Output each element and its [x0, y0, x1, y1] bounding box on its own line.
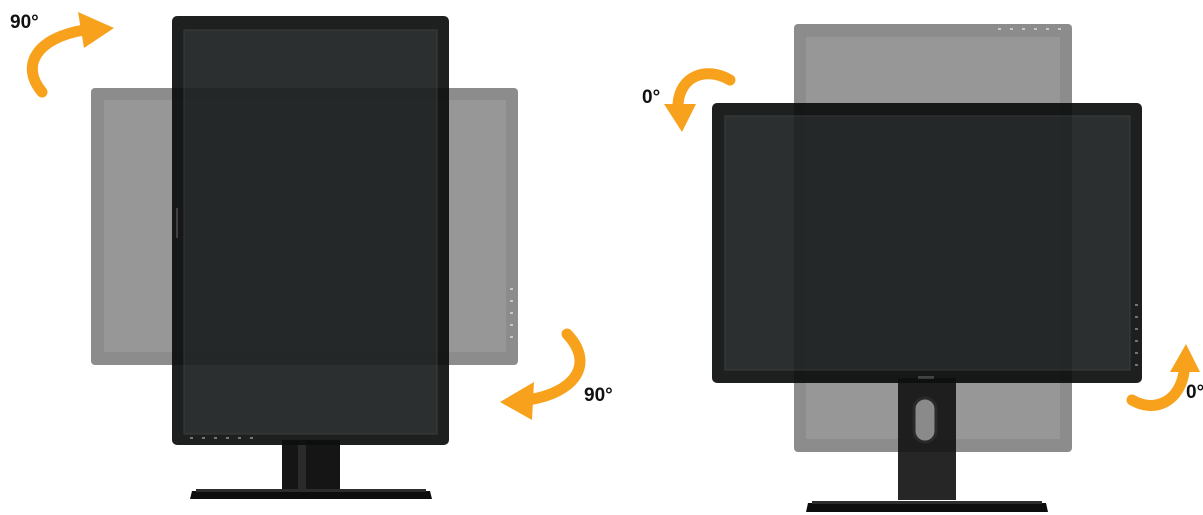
rotation-angle-label-bottom-right: 0°	[1186, 383, 1203, 402]
rotation-angle-label-bottom-left-figure: 90°	[584, 386, 613, 405]
rotation-angle-label-top-left: 90°	[10, 13, 39, 32]
portrait-monitor	[172, 16, 449, 445]
left-monitor-group	[32, 12, 580, 499]
left-monitor-stand	[190, 440, 432, 499]
rotate-arrow-icon	[32, 12, 114, 92]
landscape-monitor	[712, 103, 1142, 383]
rotation-angle-label-top-right-figure: 0°	[642, 88, 660, 107]
right-monitor-group	[664, 24, 1200, 512]
